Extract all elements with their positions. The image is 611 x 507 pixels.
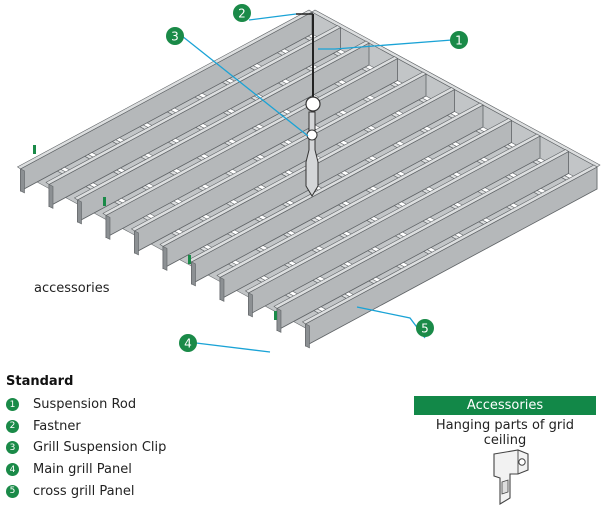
callout-4: 4 xyxy=(179,334,197,352)
callout-3-number: 3 xyxy=(171,30,179,44)
main-grill-panel-end xyxy=(105,214,111,240)
main-grill-panel-end xyxy=(248,292,253,318)
hanging-part-icon xyxy=(493,449,529,505)
clip-ring-top xyxy=(305,96,321,112)
legend-item-suspension-rod: 1 Suspension Rod xyxy=(6,394,166,416)
main-grill-panel-end xyxy=(219,276,225,302)
main-grill-panel-top xyxy=(301,164,598,325)
legend-number-1: 1 xyxy=(6,398,19,412)
legend-item-main-grill-panel: 4 Main grill Panel xyxy=(6,459,166,481)
callout-markers: 1 2 3 4 5 xyxy=(166,4,468,352)
legend-title: Standard xyxy=(6,374,74,389)
accessories-label: accessories xyxy=(34,281,110,296)
legend-label-4: Main grill Panel xyxy=(33,462,132,478)
leader-4 xyxy=(195,342,271,353)
cross-grill-panel-top xyxy=(311,9,601,168)
main-grill-panel-top xyxy=(244,133,541,294)
leader-2 xyxy=(248,13,297,21)
main-grill-panel-end xyxy=(276,307,282,333)
legend-label-3: Grill Suspension Clip xyxy=(33,440,167,456)
callout-2-number: 2 xyxy=(238,7,246,21)
main-grill-panel-end xyxy=(20,168,25,194)
grid-structure xyxy=(16,9,601,349)
clip-ring-mid xyxy=(306,129,318,141)
callout-5-number: 5 xyxy=(421,322,429,336)
legend-label-1: Suspension Rod xyxy=(33,397,137,413)
accessory-marker xyxy=(188,255,191,264)
legend-number-5: 5 xyxy=(6,484,19,498)
legend-number-2: 2 xyxy=(6,419,19,433)
main-grill-panel-end xyxy=(191,261,196,287)
main-grill-panel-end xyxy=(305,323,310,349)
legend-item-cross-grill-panel: 5 cross grill Panel xyxy=(6,480,166,502)
legend-number-3: 3 xyxy=(6,441,19,455)
legend-item-fastner: 2 Fastner xyxy=(6,416,166,438)
main-grill-panel-end xyxy=(162,245,168,271)
callout-4-number: 4 xyxy=(184,337,192,351)
legend-number-4: 4 xyxy=(6,463,19,477)
leader-1 xyxy=(318,39,453,50)
main-grill-panel-end xyxy=(77,199,82,225)
main-grill-panel-top xyxy=(273,149,570,309)
main-grill-panel-top xyxy=(16,9,313,170)
main-grill-panel-top xyxy=(73,40,370,201)
legend-item-grill-suspension-clip: 3 Grill Suspension Clip xyxy=(6,437,166,459)
legend-label-5: cross grill Panel xyxy=(33,483,135,499)
callout-3: 3 xyxy=(166,27,184,45)
main-grill-panel-end xyxy=(48,183,54,209)
suspension-assembly xyxy=(296,13,321,197)
main-grill-panel-end xyxy=(134,230,139,256)
callout-1-number: 1 xyxy=(455,34,463,48)
accessories-header: Accessories xyxy=(414,396,596,415)
accessories-caption: Hanging parts of grid ceiling xyxy=(435,418,575,448)
accessory-marker xyxy=(274,311,277,320)
accessory-marker xyxy=(103,197,106,206)
leader-3 xyxy=(181,35,309,137)
callout-1: 1 xyxy=(450,31,468,49)
main-grill-panel-top xyxy=(216,118,513,278)
main-grill-panel-top xyxy=(45,25,342,185)
callout-leaders xyxy=(181,13,453,353)
main-grill-panel-top xyxy=(130,71,427,232)
main-grill-panel-top xyxy=(102,56,399,216)
legend: Standard 1 Suspension Rod 2 Fastner 3 Gr… xyxy=(6,374,166,502)
callout-5: 5 xyxy=(416,319,434,337)
accessory-marker xyxy=(33,145,36,154)
callout-2: 2 xyxy=(233,4,251,22)
legend-label-2: Fastner xyxy=(33,418,81,434)
